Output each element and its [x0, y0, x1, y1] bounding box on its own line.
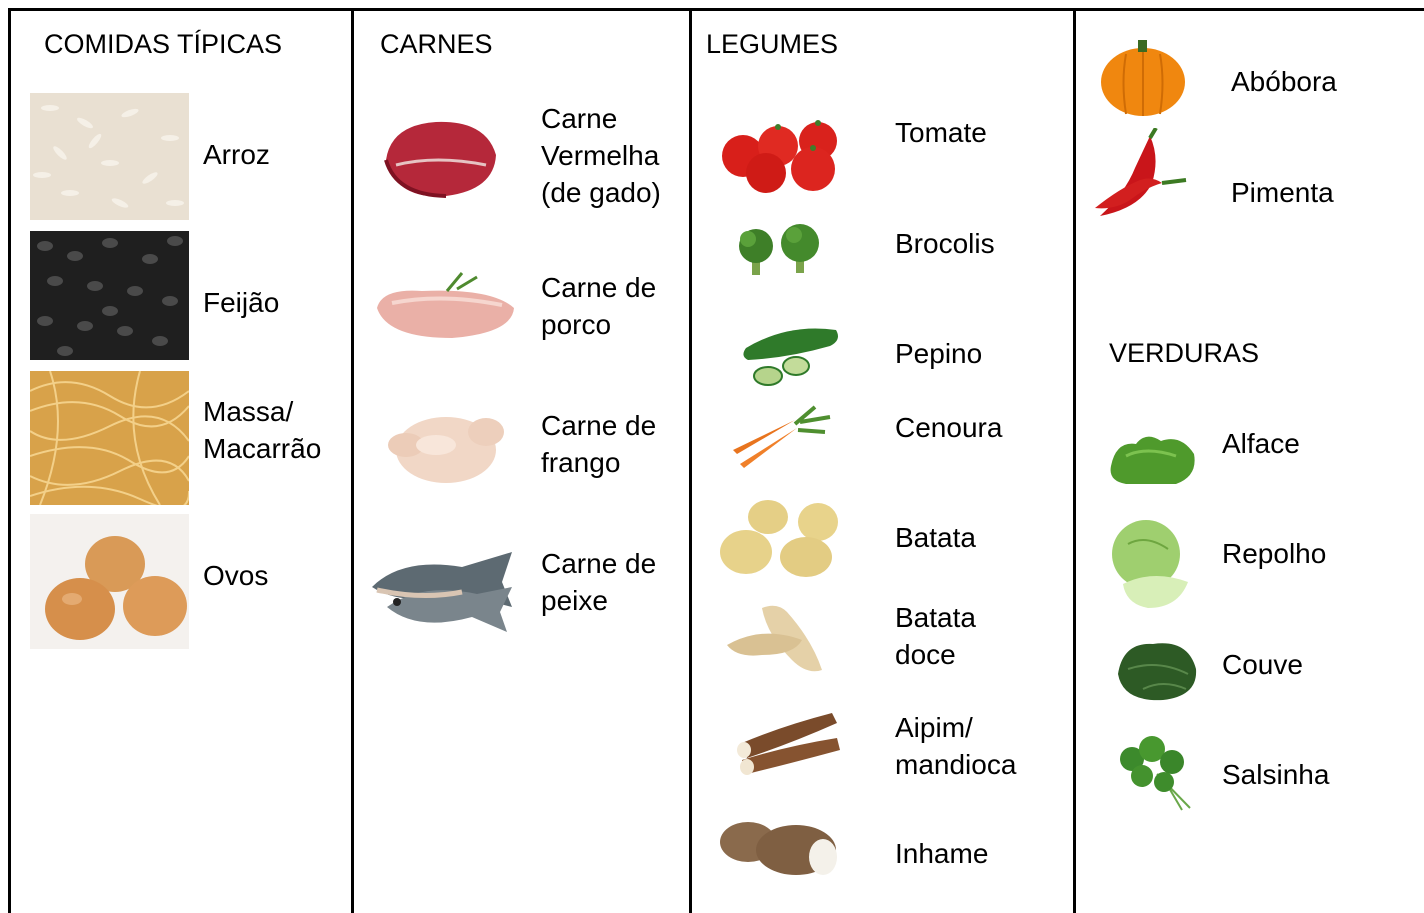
item-label-batata: Batata: [895, 522, 976, 553]
potato-icon: [718, 492, 844, 580]
column-divider: [1073, 8, 1076, 913]
carrot-icon: [725, 402, 835, 472]
column-divider: [689, 8, 692, 913]
tomato-icon: [718, 111, 844, 196]
item-label-inhame: Inhame: [895, 838, 989, 869]
item-label-carne-vermelha: Carne Vermelha (de gado): [541, 103, 661, 208]
broccoli-icon: [734, 221, 827, 281]
item-label-salsinha: Salsinha: [1222, 759, 1330, 790]
item-label-massa: Massa/ Macarrão: [203, 396, 322, 464]
item-label-aipim: Aipim/ mandioca: [895, 712, 1017, 780]
item-label-carne-porco: Carne de porco: [541, 272, 657, 340]
red-meat-icon: [376, 110, 504, 208]
lettuce-icon: [1106, 426, 1200, 490]
rice-icon: [30, 93, 189, 220]
parsley-icon: [1112, 734, 1204, 812]
pork-icon: [372, 263, 519, 345]
column-header-greens: VERDURAS: [1109, 338, 1260, 368]
item-label-alface: Alface: [1222, 428, 1300, 459]
chicken-icon: [376, 390, 519, 500]
pasta-icon: [30, 371, 189, 505]
yam-icon: [718, 812, 844, 880]
item-label-carne-peixe: Carne de peixe: [541, 548, 657, 616]
kale-icon: [1108, 634, 1204, 706]
cucumber-icon: [738, 318, 843, 390]
item-label-brocolis: Brocolis: [895, 228, 995, 259]
item-label-pimenta: Pimenta: [1231, 177, 1334, 208]
item-label-couve: Couve: [1222, 649, 1303, 680]
cassava-icon: [722, 708, 842, 780]
item-label-batata-doce: Batata doce: [895, 602, 976, 670]
chili-pepper-icon: [1090, 128, 1190, 220]
item-label-ovos: Ovos: [203, 560, 269, 591]
cabbage-icon: [1108, 514, 1194, 612]
item-label-arroz: Arroz: [203, 139, 270, 170]
item-label-pepino: Pepino: [895, 338, 983, 369]
item-label-abobora: Abóbora: [1231, 66, 1337, 97]
black-beans-icon: [30, 231, 189, 360]
column-header-meats: CARNES: [380, 29, 493, 59]
sweet-potato-icon: [722, 600, 832, 680]
item-label-carne-frango: Carne de frango: [541, 410, 657, 478]
column-header-typical: COMIDAS TÍPICAS: [44, 29, 283, 59]
fish-icon: [362, 532, 520, 645]
item-label-feijao: Feijão: [203, 287, 280, 318]
pumpkin-icon: [1096, 36, 1190, 120]
item-label-repolho: Repolho: [1222, 538, 1327, 569]
column-header-legumes: LEGUMES: [706, 29, 839, 59]
item-label-cenoura: Cenoura: [895, 412, 1003, 443]
table-top-border: [8, 8, 1424, 11]
item-label-tomate: Tomate: [895, 117, 987, 148]
column-divider: [351, 8, 354, 913]
eggs-icon: [30, 514, 189, 649]
table-left-border: [8, 8, 11, 913]
